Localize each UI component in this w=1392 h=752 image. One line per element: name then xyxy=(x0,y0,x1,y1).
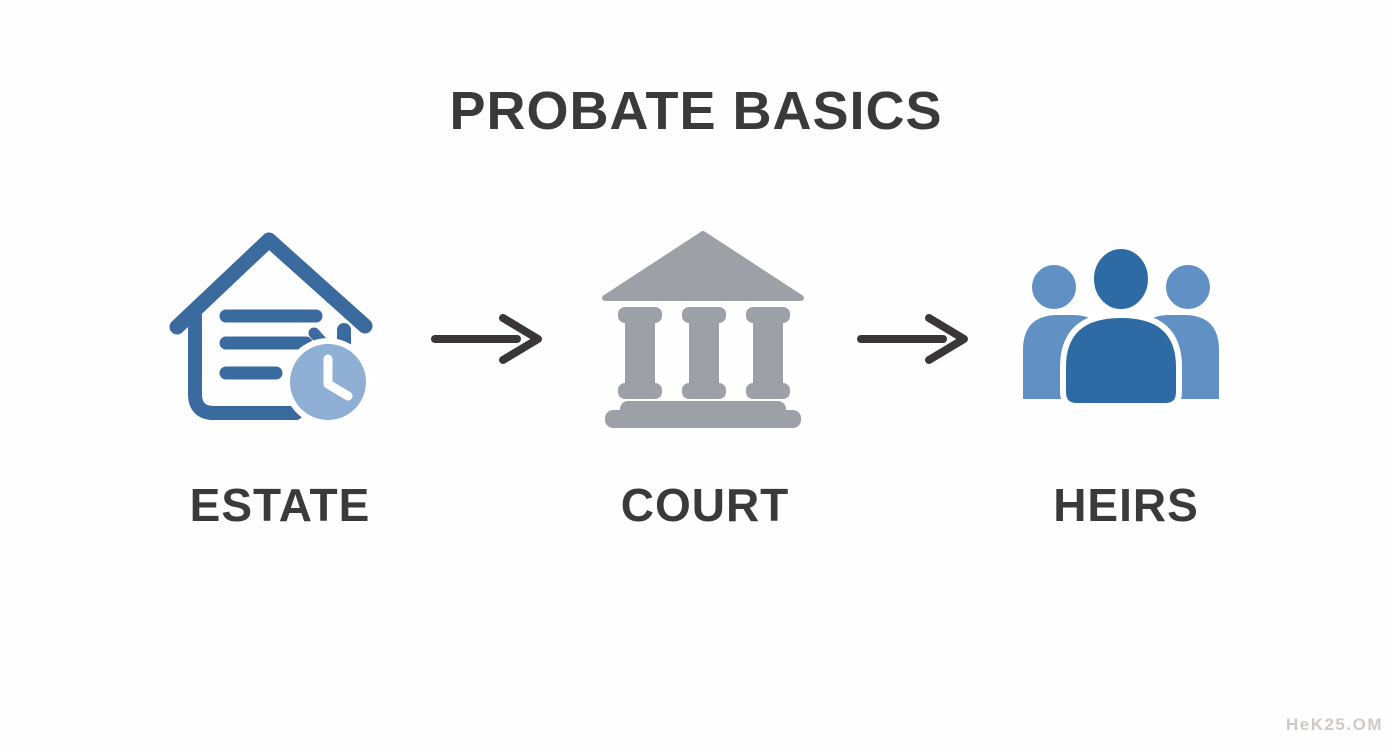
arrow-right-icon xyxy=(855,308,975,370)
arrow-svg xyxy=(431,314,542,364)
estate-house-document-clock-icon xyxy=(168,226,374,432)
heirs-label: HEIRS xyxy=(1053,479,1199,531)
heirs-people-group-icon xyxy=(1008,243,1234,411)
people-group-svg xyxy=(1019,243,1223,409)
page-title: PROBATE BASICS xyxy=(449,81,943,141)
court-columns xyxy=(618,307,790,399)
arrow-svg xyxy=(857,314,968,364)
house-document-clock-svg xyxy=(169,232,373,426)
court-building-icon xyxy=(593,226,813,430)
watermark-text: HeK25.OM xyxy=(1285,715,1383,734)
court-label: COURT xyxy=(620,479,790,531)
arrow-right-icon xyxy=(429,308,549,370)
courthouse-svg xyxy=(602,231,804,428)
estate-label: ESTATE xyxy=(189,479,371,531)
